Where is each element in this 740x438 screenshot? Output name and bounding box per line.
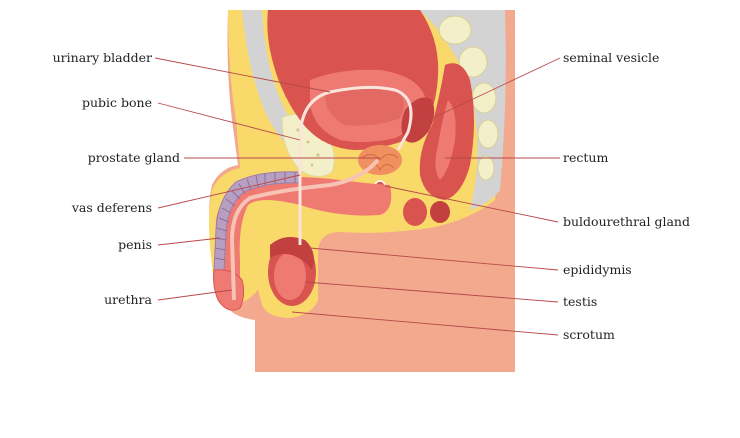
label-epididymis: epididymis <box>563 262 632 277</box>
connective-tissue <box>242 10 330 172</box>
leader-lines <box>154 57 561 336</box>
leader-seminal-vesicle <box>417 57 561 126</box>
label-seminal-vesicle: seminal vesicle <box>563 50 659 65</box>
glans-shape <box>213 269 245 311</box>
urethra-tube <box>229 158 380 301</box>
leader-scrotum <box>291 311 559 336</box>
penis-body <box>215 176 392 306</box>
label-bulbourethral-gland: buldourethral gland <box>563 214 690 229</box>
leader-urethra <box>157 289 233 301</box>
label-vas-deferens: vas deferens <box>71 200 152 215</box>
leader-penis <box>157 237 221 246</box>
leader-epididymis <box>309 247 559 271</box>
leader-bulbourethral-gland <box>384 185 559 223</box>
testis-inner <box>274 252 306 300</box>
rectum-inner <box>435 100 456 180</box>
labels-left: urinary bladder pubic bone prostate glan… <box>53 50 180 307</box>
vas-deferens-duct <box>298 85 413 245</box>
label-urethra: urethra <box>104 292 152 307</box>
label-scrotum: scrotum <box>563 327 615 342</box>
leader-pubic-bone <box>157 102 301 141</box>
bulb-penis <box>403 198 427 226</box>
leader-vas-deferens <box>157 174 301 209</box>
epididymis-shape <box>270 236 314 270</box>
label-pubic-bone: pubic bone <box>82 95 152 110</box>
label-rectum: rectum <box>563 150 608 165</box>
labels-right: seminal vesicle rectum buldourethral gla… <box>563 50 690 342</box>
leader-testis <box>304 281 559 303</box>
anal-sphincter <box>430 201 450 223</box>
leader-urinary-bladder <box>154 57 331 93</box>
bladder-lumen <box>325 88 404 126</box>
label-prostate-gland: prostate gland <box>88 150 180 165</box>
label-testis: testis <box>563 294 597 309</box>
label-penis: penis <box>118 237 152 252</box>
label-urinary-bladder: urinary bladder <box>53 50 152 65</box>
